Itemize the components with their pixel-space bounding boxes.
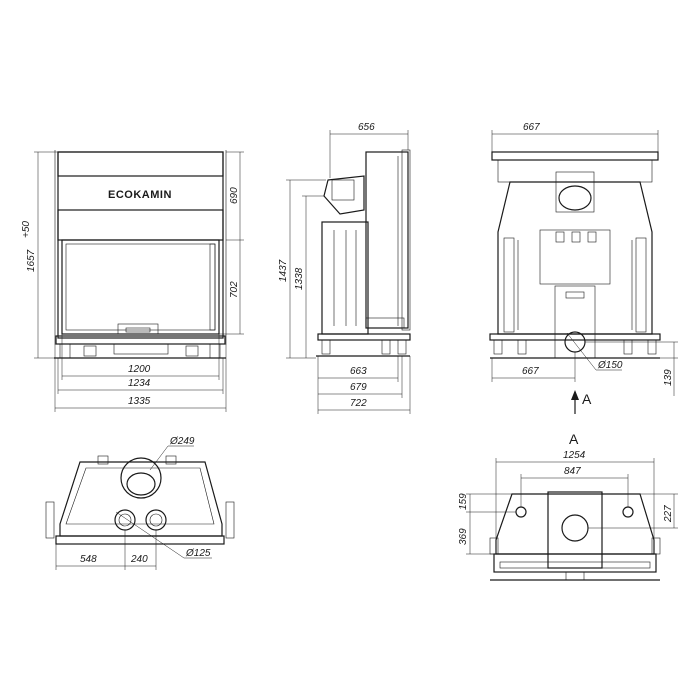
dim-height-glass: 702 <box>229 281 240 298</box>
rear-view: 667 667 Ø150 139 A <box>489 122 678 414</box>
dim-height-upper: 690 <box>229 187 240 204</box>
dim-offset-548: 548 <box>80 554 97 565</box>
top-view: Ø249 Ø125 548 240 <box>45 436 235 570</box>
dim-depth-679: 679 <box>350 382 367 393</box>
dim-section-width-1254: 1254 <box>563 450 586 461</box>
dim-spacing-240: 240 <box>130 554 148 565</box>
dim-outlet-diameter: Ø150 <box>597 360 623 371</box>
dim-height-1437: 1437 <box>278 259 289 282</box>
dim-section-offset-227: 227 <box>663 505 674 523</box>
brand-logo-text: ECOKAMIN <box>108 189 172 201</box>
dim-rear-width-bottom: 667 <box>522 366 539 377</box>
dim-outlet-height: 139 <box>663 369 674 386</box>
dim-section-offset-159: 159 <box>458 493 469 510</box>
dim-height-total: 1657 <box>26 249 37 272</box>
dim-width-glass: 1200 <box>128 364 151 375</box>
dim-section-offset-369: 369 <box>458 528 469 545</box>
section-view: A 1254 847 159 369 227 <box>458 431 678 581</box>
dim-flue-diameter: Ø249 <box>169 436 195 447</box>
dim-depth-663: 663 <box>350 366 367 377</box>
dim-depth-722: 722 <box>350 398 367 409</box>
section-view-label: A <box>569 431 579 447</box>
dim-width-frame: 1234 <box>128 378 151 389</box>
front-view: ECOKAMIN 1657 +50 690 702 <box>21 150 244 412</box>
dim-height-tolerance: +50 <box>21 221 32 238</box>
dim-rear-width-top: 667 <box>523 122 540 133</box>
section-marker-label: A <box>582 391 592 407</box>
dim-width-total: 1335 <box>128 396 151 407</box>
dim-section-width-847: 847 <box>564 466 581 477</box>
dim-depth-top: 656 <box>358 122 375 133</box>
dim-height-1338: 1338 <box>294 267 305 290</box>
side-view: 656 1437 1338 663 679 722 <box>278 122 411 414</box>
dim-air-inlet-diameter: Ø125 <box>185 548 211 559</box>
